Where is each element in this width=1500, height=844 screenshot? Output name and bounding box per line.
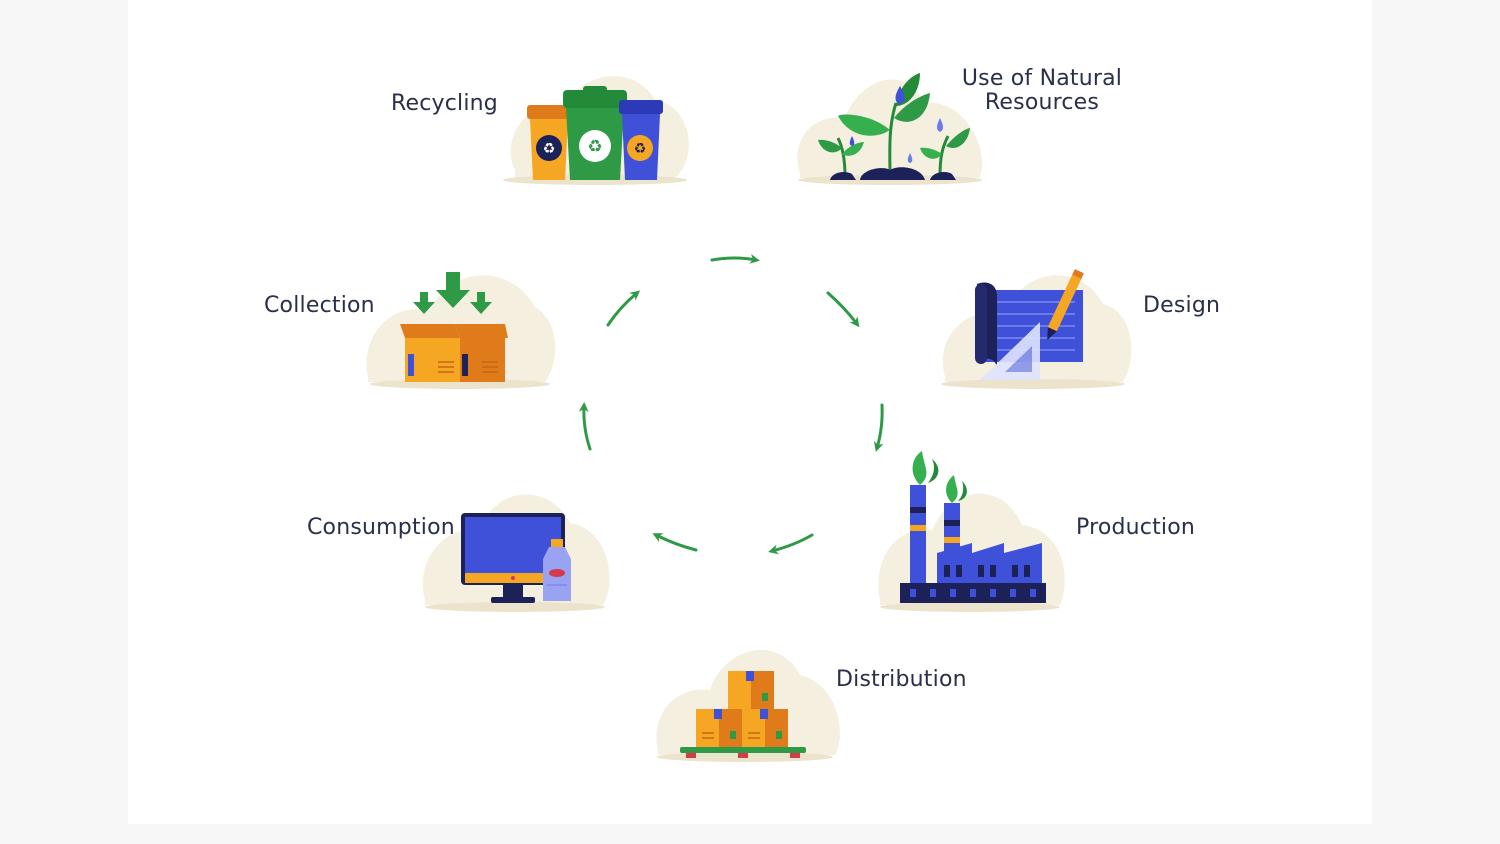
label-collection: Collection: [264, 293, 375, 318]
label-production: Production: [1076, 515, 1196, 540]
label-consumption: Consumption: [307, 515, 455, 540]
arrow-collection-to-recycling: [606, 290, 641, 327]
label-natural-resources: Use of Natural Resources: [960, 67, 1124, 115]
label-natural-resources-line-1: Use of Natural: [961, 66, 1123, 91]
factory-icon: [878, 451, 1065, 612]
label-natural-resources-line-2: Resources: [984, 90, 1100, 115]
label-design: Design: [1143, 293, 1221, 318]
blueprint-with-pencil-icon: [941, 269, 1132, 389]
arrow-resources-to-design: [710, 253, 760, 264]
arrow-production-to-distribution-b: [768, 533, 814, 555]
label-distribution: Distribution: [836, 667, 967, 692]
monitor-and-bottle-icon: [422, 494, 610, 612]
svg-text:♻: ♻: [634, 141, 647, 157]
svg-text:♻: ♻: [543, 141, 556, 157]
plants-with-water-drops-icon: [797, 73, 982, 185]
label-recycling: Recycling: [391, 91, 498, 116]
svg-text:♻: ♻: [587, 137, 602, 157]
box-with-arrows-icon: [366, 272, 556, 389]
boxes-on-pallet-icon: [656, 649, 840, 762]
arrow-production-to-distribution-a: [873, 403, 884, 452]
arrow-consumption-to-collection: [578, 402, 592, 451]
arrow-design-to-production: [826, 291, 860, 328]
arrow-distribution-to-consumption: [652, 533, 698, 552]
recycling-bins-icon: ♻ ♻ ♻: [503, 76, 689, 185]
